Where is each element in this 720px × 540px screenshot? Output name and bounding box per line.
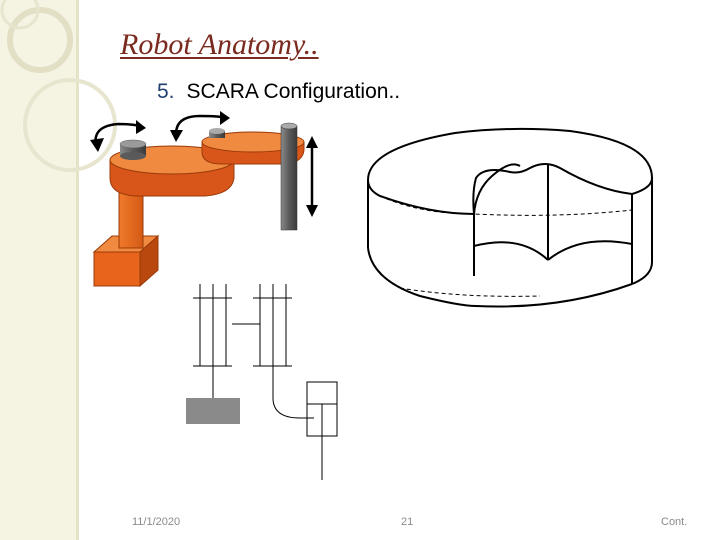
joint-hub-1 — [119, 139, 147, 160]
deco-circle-3 — [0, 0, 40, 30]
deco-circle-1 — [7, 7, 73, 73]
robot-shaft — [280, 122, 298, 231]
envelope-right-bottom — [631, 261, 653, 285]
slide-title: Robot Anatomy.. — [120, 28, 319, 61]
envelope-inner-arc-2 — [547, 240, 633, 261]
footer-cont-label: Cont. — [661, 516, 688, 528]
rotation-arrow-icon — [170, 111, 230, 142]
envelope-top — [366, 127, 654, 216]
rotation-arrow-icon — [90, 120, 146, 152]
list-item-text: SCARA Configuration.. — [186, 80, 401, 103]
list-item: 5. SCARA Configuration.. — [157, 80, 400, 104]
joint-hub-2 — [209, 128, 225, 138]
envelope-hidden-line-bottom — [399, 287, 541, 297]
robot-arm-2 — [201, 131, 305, 165]
envelope-hidden-line-top — [379, 195, 633, 216]
envelope-notch — [473, 163, 521, 215]
double-headed-arrow-icon — [306, 136, 318, 217]
side-band-edge — [76, 0, 79, 540]
footer-page-number: 21 — [401, 516, 414, 528]
envelope-inner-arc-1 — [473, 241, 549, 261]
schematic-base-block — [186, 398, 240, 424]
list-item-number: 5. — [157, 80, 175, 103]
envelope-bottom-right — [475, 283, 633, 308]
footer-date: 11/1/2020 — [132, 516, 181, 528]
envelope-bottom-left — [367, 247, 477, 307]
